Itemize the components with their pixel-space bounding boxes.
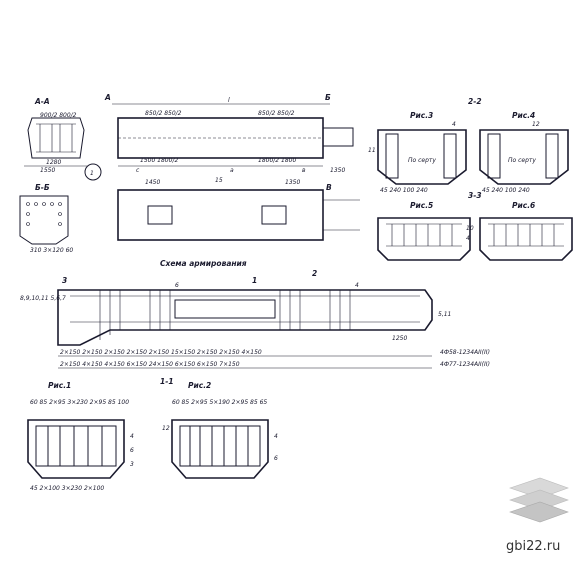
dim-a-label: a bbox=[230, 167, 234, 174]
detail-marker-label: 1 bbox=[90, 170, 94, 177]
fig1-label-6: 6 bbox=[130, 447, 134, 454]
fig5-title: Рис.5 bbox=[410, 201, 433, 210]
fig2-title: Рис.2 bbox=[188, 381, 211, 390]
dim-15: 15 bbox=[215, 177, 223, 184]
fig3-dims: 45 240 100 240 bbox=[380, 187, 428, 194]
mark-a-top: А bbox=[104, 93, 111, 102]
top-dims-left: 850/2 850/2 bbox=[145, 110, 182, 117]
section-22-title: 2-2 bbox=[468, 97, 482, 106]
fig2-view: Рис.2 60 85 2×95 5×190 2×95 85 65 12 4 6 bbox=[162, 381, 278, 479]
mark-v: В bbox=[326, 183, 332, 192]
dim-b-label: в bbox=[302, 167, 306, 174]
fig3-note: По серту bbox=[408, 157, 436, 164]
watermark-text: gbi22.ru bbox=[506, 539, 560, 554]
rebar-note-1: 4Ф58-1234АII(II) bbox=[440, 349, 490, 356]
label-511: 5,11 bbox=[438, 311, 451, 318]
bottom-dims-right: 1800/2 1800 bbox=[258, 157, 296, 164]
scheme-mark-1: 1 bbox=[252, 276, 257, 285]
section-aa-view: А-А 900/2 800/2 1550 1280 bbox=[24, 97, 88, 174]
dim-1250: 1250 bbox=[392, 335, 407, 342]
fig4-title: Рис.4 bbox=[512, 111, 535, 120]
fig3-label-4: 4 bbox=[452, 121, 456, 128]
dim-1350-mid: 1350 bbox=[285, 179, 300, 186]
beam-plan-middle: 1450 15 1350 В bbox=[117, 177, 360, 241]
site-logo bbox=[509, 477, 569, 523]
fig2-label-6: 6 bbox=[274, 455, 278, 462]
dim-1350-top: 1350 bbox=[330, 167, 345, 174]
fig3-title: Рис.3 bbox=[410, 111, 433, 120]
beam-plan-top: А Б l 850/2 850/2 850/2 850/2 1500 1800/… bbox=[104, 93, 354, 174]
fig1-dims: 60 85 2×95 3×230 2×95 85 100 bbox=[30, 399, 129, 406]
fig1-label-4: 4 bbox=[130, 433, 134, 440]
pos-labels: 8,9,10,11 5,6,7 bbox=[20, 295, 66, 302]
aa-width-dim: 1550 bbox=[40, 167, 55, 174]
fig3-label-11: 11 bbox=[368, 147, 376, 154]
section-bb-view: Б-Б 310 3×120 60 bbox=[19, 183, 73, 254]
section-33-view: 3-3 Рис.5 Рис.6 10 4 bbox=[377, 191, 573, 261]
top-dims-right: 850/2 850/2 bbox=[258, 110, 295, 117]
bottom-dims-left: 1500 1800/2 bbox=[140, 157, 178, 164]
fig1-title: Рис.1 bbox=[48, 381, 71, 390]
fig1-view: Рис.1 60 85 2×95 3×230 2×95 85 100 4 6 3… bbox=[27, 381, 134, 492]
section-11-title: 1-1 bbox=[160, 377, 174, 386]
fig2-label-4: 4 bbox=[274, 433, 278, 440]
aa-top-dims: 900/2 800/2 bbox=[40, 112, 77, 119]
scheme-label-6: 6 bbox=[175, 282, 179, 289]
fig5-label-4: 4 bbox=[466, 235, 470, 242]
fig1-bottom-dims: 45 2×100 3×230 2×100 bbox=[30, 485, 104, 492]
spacing-row-2: 2×150 4×150 4×150 6×150 24×150 6×150 6×1… bbox=[60, 361, 240, 368]
fig4-note: По серту bbox=[508, 157, 536, 164]
reinforcement-scheme: Схема армирования 3 1 2 8,9,10,11 5,6,7 … bbox=[20, 259, 490, 386]
dim-c-label: c bbox=[136, 167, 140, 174]
rebar-note-2: 4Ф77-1234АII(II) bbox=[440, 361, 490, 368]
scheme-title: Схема армирования bbox=[160, 259, 247, 268]
dim-l-label: l bbox=[228, 97, 230, 104]
fig6-title: Рис.6 bbox=[512, 201, 535, 210]
section-bb-title: Б-Б bbox=[35, 183, 50, 192]
aa-inner-dim: 1280 bbox=[46, 159, 61, 166]
spacing-row-1: 2×150 2×150 2×150 2×150 2×150 15×150 2×1… bbox=[60, 349, 262, 356]
detail-marker: 1 bbox=[84, 163, 102, 181]
fig5-label-10: 10 bbox=[466, 225, 474, 232]
section-aa-title: А-А bbox=[34, 97, 50, 106]
scheme-label-4: 4 bbox=[355, 282, 359, 289]
dim-1450: 1450 bbox=[145, 179, 160, 186]
fig4-label-12: 12 bbox=[532, 121, 540, 128]
section-22-view: 2-2 Рис.3 Рис.4 По серту По серту 11 4 1… bbox=[368, 97, 569, 194]
fig4-dims: 45 240 100 240 bbox=[482, 187, 530, 194]
scheme-mark-3: 3 bbox=[62, 276, 67, 285]
section-33-title: 3-3 bbox=[468, 191, 482, 200]
bb-dims: 310 3×120 60 bbox=[30, 247, 73, 254]
fig1-label-3: 3 bbox=[130, 461, 134, 468]
mark-b-top: Б bbox=[325, 93, 331, 102]
fig2-label-12: 12 bbox=[162, 425, 170, 432]
scheme-mark-2: 2 bbox=[312, 269, 317, 278]
fig2-dims: 60 85 2×95 5×190 2×95 85 65 bbox=[172, 399, 267, 406]
